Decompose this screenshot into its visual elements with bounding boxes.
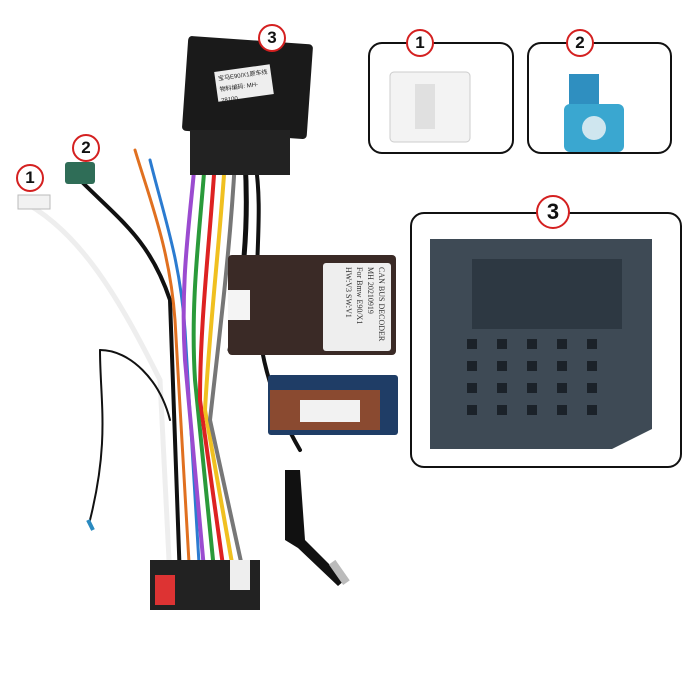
fakra-connector xyxy=(65,162,95,184)
connector-pin xyxy=(497,361,507,371)
white-plug xyxy=(17,194,51,210)
inset-callout-2: 2 xyxy=(566,29,594,57)
wires xyxy=(17,148,302,583)
decoder-label: CAN BUS DECODER MH 20210919 For Bmw E90/… xyxy=(323,263,391,351)
inset-callout-1: 1 xyxy=(406,29,434,57)
connector-pin xyxy=(527,339,537,349)
connector-pin xyxy=(527,383,537,393)
connector-pin xyxy=(527,361,537,371)
connector-pin xyxy=(587,405,597,415)
decoder-label-line4: HW:V3 SW:V1 xyxy=(344,267,353,318)
connector-pin xyxy=(557,405,567,415)
connector-pin xyxy=(467,383,477,393)
callout-3: 3 xyxy=(258,24,286,52)
inset-connector-3 xyxy=(410,212,682,468)
connector-pin xyxy=(467,361,477,371)
callout-2: 2 xyxy=(72,134,100,162)
connector-pin xyxy=(587,383,597,393)
inset-connector-2 xyxy=(527,42,672,154)
callout-1: 1 xyxy=(16,164,44,192)
inset-callout-3: 3 xyxy=(536,195,570,229)
connector-pin xyxy=(527,405,537,415)
connector-pin xyxy=(497,405,507,415)
module-label: 宝马E90/X1原车线 物料编码: MH-28100 xyxy=(214,64,274,104)
connector-pin xyxy=(587,339,597,349)
connector-pin xyxy=(557,383,567,393)
decoder-label-line3: For Bmw E90/X1 xyxy=(355,267,364,325)
antenna-plug xyxy=(285,470,345,586)
connector-pin xyxy=(497,339,507,349)
decoder-label-line1: CAN BUS DECODER xyxy=(377,267,386,342)
connector-pin xyxy=(497,383,507,393)
connector-pin xyxy=(587,361,597,371)
connector-pin xyxy=(467,339,477,349)
inset-connector-1 xyxy=(368,42,514,154)
connector-pin xyxy=(557,361,567,371)
decoder-label-line2: MH 20210919 xyxy=(366,267,375,314)
connector-pin xyxy=(557,339,567,349)
connector-pin xyxy=(467,405,477,415)
